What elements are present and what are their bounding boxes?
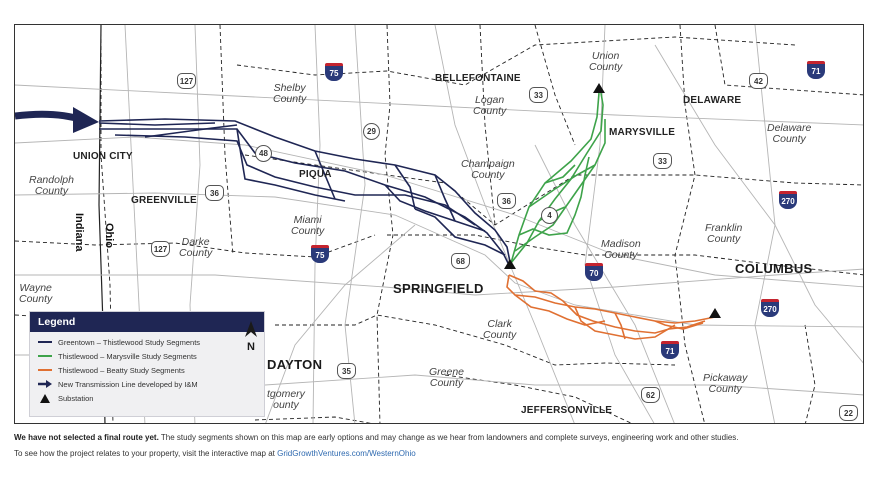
city-jeffersonville: JEFFERSONVILLE — [521, 405, 613, 416]
city-columbus: COLUMBUS — [735, 261, 813, 276]
us-route-shield: 22 — [839, 405, 858, 421]
state-indiana: Indiana — [73, 213, 85, 252]
legend-label: Substation — [58, 393, 94, 403]
footer-line-1: We have not selected a final route yet. … — [14, 430, 874, 446]
north-arrow-icon — [245, 321, 257, 337]
state-route-shield: 48 — [255, 145, 272, 162]
interstate-shield: 71 — [661, 341, 679, 359]
substation-thistlewood — [504, 259, 516, 269]
legend-item-greentown: Greentown – Thistlewood Study Segments — [30, 335, 264, 349]
interstate-shield: 270 — [779, 191, 797, 209]
city-delaware: DELAWARE — [683, 95, 742, 106]
city-springfield: SPRINGFIELD — [393, 281, 484, 296]
footer-line-2: To see how the project relates to your p… — [14, 446, 874, 462]
footer-text-2: To see how the project relates to your p… — [14, 449, 278, 458]
legend-label: Thistlewood – Marysville Study Segments — [58, 351, 197, 361]
interstate-shield: 70 — [585, 263, 603, 281]
legend-label: Thistlewood – Beatty Study Segments — [58, 365, 185, 375]
interstate-shield: 71 — [807, 61, 825, 79]
us-route-shield: 42 — [749, 73, 768, 89]
legend-item-substation: Substation — [30, 391, 264, 405]
legend-item-beatty: Thistlewood – Beatty Study Segments — [30, 363, 264, 377]
interstate-shield: 270 — [761, 299, 779, 317]
new-transmission-line-arrow — [15, 107, 99, 133]
us-route-shield: 62 — [641, 387, 660, 403]
thistlewood-marysville-segments — [510, 92, 606, 264]
us-route-shield: 68 — [451, 253, 470, 269]
state-route-shield: 29 — [363, 123, 380, 140]
map-legend: Legend Greentown – Thistlewood Study Seg… — [29, 311, 265, 417]
footer-text: The study segments shown on this map are… — [158, 433, 739, 442]
north-arrow: N — [241, 321, 261, 353]
city-union-city: UNION CITY — [73, 151, 133, 162]
us-route-shield: 35 — [337, 363, 356, 379]
city-piqua: PIQUA — [299, 169, 332, 180]
us-route-shield: 33 — [653, 153, 672, 169]
city-dayton: DAYTON — [267, 357, 323, 372]
substation-beatty — [709, 308, 721, 318]
interactive-map-link[interactable]: GridGrowthVentures.com/WesternOhio — [277, 449, 416, 458]
map-footer: We have not selected a final route yet. … — [14, 430, 874, 462]
arrow-icon — [38, 380, 52, 388]
legend-label: New Transmission Line developed by I&M — [58, 379, 198, 389]
legend-label: Greentown – Thistlewood Study Segments — [58, 337, 201, 347]
interstate-shield: 75 — [311, 245, 329, 263]
triangle-icon — [38, 393, 52, 403]
city-bellefontaine: BELLEFONTAINE — [435, 73, 521, 84]
thistlewood-beatty-segments — [506, 274, 716, 340]
city-greenville: GREENVILLE — [131, 195, 197, 206]
substations — [504, 83, 721, 318]
substation-marysville — [593, 83, 605, 93]
us-route-shield: 36 — [205, 185, 224, 201]
roads — [15, 25, 863, 423]
footer-bold-text: We have not selected a final route yet. — [14, 433, 159, 442]
route-map — [15, 25, 863, 423]
interstate-shield: 75 — [325, 63, 343, 81]
north-label: N — [247, 341, 255, 353]
greentown-thistlewood-segments — [98, 118, 512, 268]
us-route-shield: 36 — [497, 193, 516, 209]
city-marysville: MARYSVILLE — [609, 127, 676, 138]
state-ohio: Ohio — [103, 223, 115, 249]
legend-item-new-line: New Transmission Line developed by I&M — [30, 377, 264, 391]
legend-item-marysville: Thistlewood – Marysville Study Segments — [30, 349, 264, 363]
state-route-shield: 4 — [541, 207, 558, 224]
us-route-shield: 127 — [177, 73, 196, 89]
us-route-shield: 127 — [151, 241, 170, 257]
legend-title: Legend — [30, 312, 264, 332]
us-route-shield: 33 — [529, 87, 548, 103]
